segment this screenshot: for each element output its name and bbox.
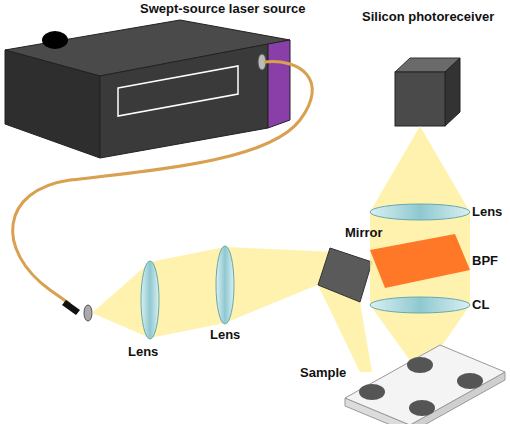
part-label: Sample: [300, 366, 346, 380]
band-pass-filter: [370, 234, 470, 288]
part-label: Lens: [210, 328, 240, 342]
fiber-connector: [62, 300, 80, 315]
light-beam: [92, 247, 335, 338]
part-label: BPF: [472, 254, 498, 268]
part-label: Lens: [472, 205, 502, 219]
lens-1: [141, 261, 159, 339]
lens-2: [216, 246, 234, 324]
mirror: [318, 248, 372, 302]
lens-3: [370, 204, 470, 220]
collection-lens: [370, 297, 470, 313]
light-beam: [370, 126, 470, 366]
fiber-ferrule: [84, 305, 92, 321]
laser-housing: [5, 20, 290, 158]
part-label: Lens: [128, 345, 158, 359]
part-label: CL: [472, 298, 489, 312]
part-label: Silicon photoreceiver: [362, 10, 494, 24]
photoreceiver: [395, 58, 460, 126]
light-beam: [318, 285, 372, 372]
sample-plate: [345, 345, 505, 424]
title-label: Swept-source laser source: [140, 2, 305, 16]
part-label: Mirror: [345, 226, 383, 240]
